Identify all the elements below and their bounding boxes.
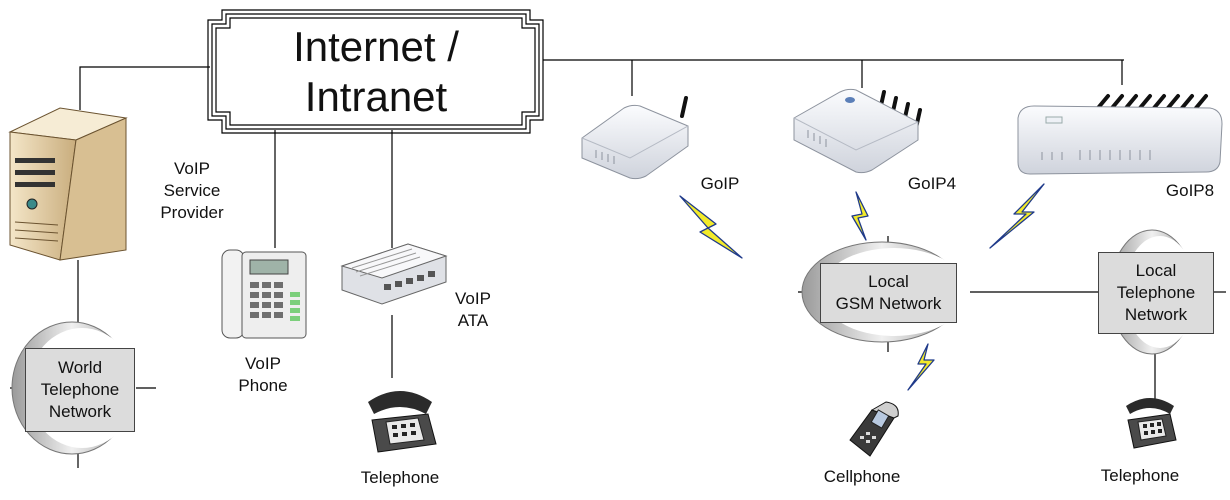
voip-service-provider-label: VoIP Service Provider bbox=[160, 159, 224, 222]
local-gsm-network-box: Local GSM Network bbox=[820, 263, 957, 323]
voip-phone-icon bbox=[221, 249, 307, 339]
telephone-icon-ata bbox=[368, 391, 437, 453]
goip-label: GoIP bbox=[700, 174, 740, 193]
goip4-device-icon bbox=[793, 88, 922, 174]
internet-frame bbox=[207, 9, 544, 134]
lightning-goip8-icon bbox=[989, 183, 1045, 249]
lightning-goip4-icon bbox=[851, 191, 869, 241]
cellphone-icon bbox=[849, 401, 899, 457]
telephone-icon-local bbox=[1126, 398, 1177, 449]
voip-phone-label: VoIP Phone bbox=[238, 354, 288, 395]
wireless-links bbox=[679, 183, 1045, 391]
goip8-label: GoIP8 bbox=[1165, 181, 1215, 200]
goip8-device-icon bbox=[1017, 94, 1223, 175]
telephone-ata-label: Telephone bbox=[360, 468, 440, 487]
voip-ata-label: VoIP ATA bbox=[455, 289, 491, 330]
server-tower-icon bbox=[8, 107, 128, 261]
lightning-cellphone-icon bbox=[907, 343, 935, 391]
voip-ata-icon bbox=[340, 243, 448, 305]
goip4-label: GoIP4 bbox=[907, 174, 957, 193]
goip-device-icon bbox=[581, 96, 689, 180]
internet-intranet-title: Internet / Intranet bbox=[206, 10, 546, 134]
internet-title-line1: Internet / bbox=[293, 23, 459, 70]
world-telephone-network-box: World Telephone Network bbox=[25, 348, 135, 432]
lightning-goip-icon bbox=[679, 195, 743, 259]
cellphone-label: Cellphone bbox=[823, 467, 901, 486]
line-internet-to-server bbox=[79, 66, 210, 110]
internet-title-line2: Intranet bbox=[304, 73, 448, 120]
local-telephone-network-box: Local Telephone Network bbox=[1098, 252, 1214, 334]
telephone-local-label: Telephone bbox=[1100, 466, 1180, 485]
